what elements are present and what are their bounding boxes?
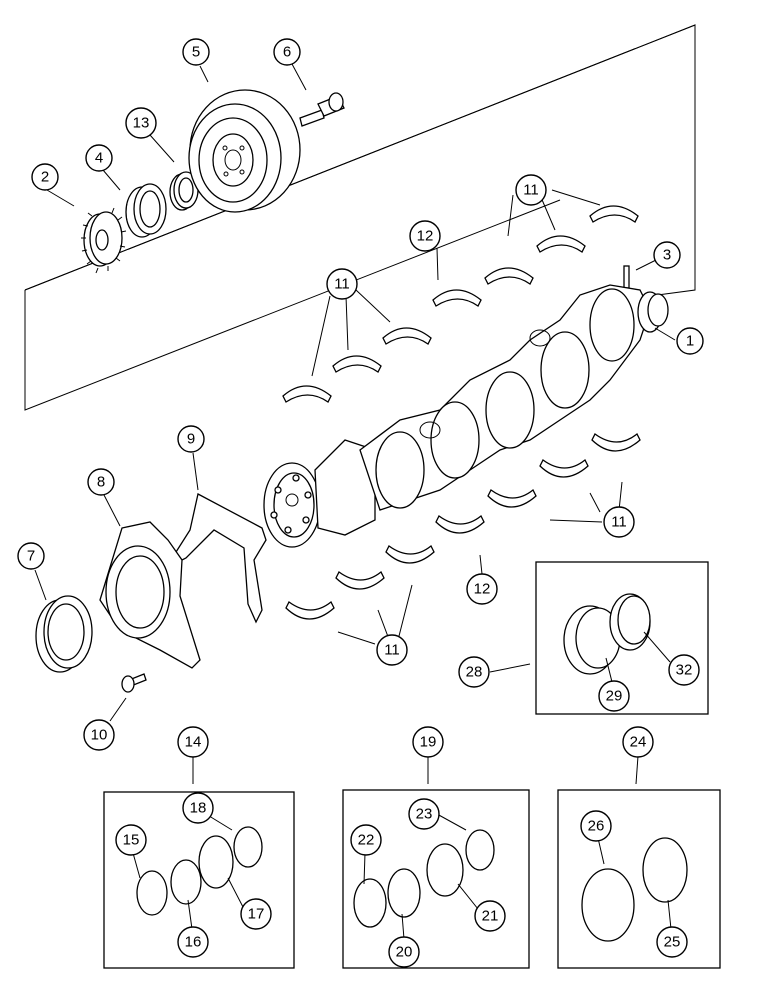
callout-16: 16 bbox=[177, 926, 209, 958]
callout-label: 13 bbox=[133, 115, 150, 132]
callout-11b: 11 bbox=[326, 268, 358, 300]
callout-label: 8 bbox=[97, 474, 105, 491]
callout-label: 25 bbox=[664, 934, 681, 951]
callout-20: 20 bbox=[388, 936, 420, 968]
callout-32: 32 bbox=[668, 654, 700, 686]
bearing-shell-icon bbox=[282, 205, 639, 403]
callout-label: 20 bbox=[396, 944, 413, 961]
seal-icon bbox=[581, 868, 635, 942]
callout-label: 15 bbox=[123, 832, 140, 849]
callout-12a: 12 bbox=[409, 220, 441, 252]
callout-29: 29 bbox=[598, 680, 630, 712]
crankshaft-icon bbox=[263, 284, 669, 548]
pulley-icon bbox=[188, 89, 301, 213]
callout-4: 4 bbox=[85, 144, 113, 172]
leader-lines bbox=[34, 63, 676, 940]
callout-label: 7 bbox=[27, 548, 35, 565]
callout-label: 16 bbox=[185, 934, 202, 951]
bolt-icon bbox=[121, 673, 147, 693]
callout-18: 18 bbox=[182, 792, 214, 824]
callout-13: 13 bbox=[125, 107, 157, 139]
seal-icon bbox=[609, 593, 651, 651]
kit-box-14 bbox=[103, 791, 295, 969]
seal-icon bbox=[170, 859, 202, 905]
callout-5: 5 bbox=[182, 38, 210, 66]
callout-label: 12 bbox=[417, 228, 434, 245]
callout-17: 17 bbox=[240, 898, 272, 930]
callout-label: 18 bbox=[190, 800, 207, 817]
gasket-icon bbox=[175, 493, 267, 624]
callout-label: 2 bbox=[41, 169, 49, 186]
callout-label: 6 bbox=[283, 44, 291, 61]
callout-label: 24 bbox=[630, 734, 647, 751]
seal-icon bbox=[642, 837, 688, 903]
callout-28: 28 bbox=[458, 656, 490, 688]
seal-icon bbox=[353, 878, 387, 928]
callout-label: 11 bbox=[523, 182, 539, 199]
callout-11a: 11 bbox=[515, 174, 547, 206]
bolt-icon bbox=[299, 92, 345, 127]
seal-icon bbox=[169, 171, 199, 211]
callout-label: 17 bbox=[248, 906, 265, 923]
callout-23: 23 bbox=[408, 798, 440, 830]
callout-label: 23 bbox=[416, 806, 433, 823]
seal-icon bbox=[198, 835, 234, 889]
kit-box-28 bbox=[535, 561, 709, 715]
callout-19: 19 bbox=[412, 726, 444, 758]
callout-2: 2 bbox=[31, 163, 59, 191]
callout-label: 3 bbox=[663, 247, 671, 264]
panel-frame bbox=[24, 24, 696, 297]
callout-9: 9 bbox=[177, 425, 205, 453]
callout-label: 11 bbox=[384, 642, 400, 659]
callout-label: 11 bbox=[611, 514, 627, 531]
callout-1: 1 bbox=[676, 327, 704, 355]
callout-25: 25 bbox=[656, 926, 688, 958]
seal-icon bbox=[35, 595, 93, 673]
callout-label: 12 bbox=[474, 581, 491, 598]
callout-label: 5 bbox=[192, 44, 200, 61]
callout-label: 19 bbox=[420, 734, 437, 751]
callout-24: 24 bbox=[622, 726, 654, 758]
callout-11c: 11 bbox=[603, 506, 635, 538]
callout-8: 8 bbox=[87, 468, 115, 496]
callout-3: 3 bbox=[653, 241, 681, 269]
callout-10: 10 bbox=[83, 719, 115, 751]
seal-icon bbox=[387, 868, 421, 918]
callout-label: 21 bbox=[482, 908, 499, 925]
seal-icon bbox=[426, 843, 464, 897]
gear-icon bbox=[81, 207, 127, 274]
callout-label: 29 bbox=[606, 688, 623, 705]
callout-22: 22 bbox=[350, 824, 382, 856]
callout-21: 21 bbox=[474, 900, 506, 932]
callout-label: 11 bbox=[334, 276, 350, 293]
callout-11d: 11 bbox=[376, 634, 408, 666]
callout-label: 4 bbox=[95, 150, 103, 167]
callout-label: 32 bbox=[676, 662, 693, 679]
callout-26: 26 bbox=[580, 810, 612, 842]
callout-12b: 12 bbox=[466, 573, 498, 605]
bearing-shell-icon bbox=[285, 432, 641, 620]
seal-icon bbox=[125, 183, 167, 238]
callout-label: 14 bbox=[185, 734, 202, 751]
callout-label: 1 bbox=[686, 333, 694, 350]
callout-label: 26 bbox=[588, 818, 605, 835]
callout-label: 22 bbox=[358, 832, 375, 849]
seal-icon bbox=[233, 826, 263, 868]
seal-icon bbox=[465, 829, 495, 871]
callout-label: 9 bbox=[187, 431, 195, 448]
roll-pin-icon bbox=[623, 265, 630, 289]
callout-7: 7 bbox=[17, 542, 45, 570]
callout-15: 15 bbox=[115, 824, 147, 856]
callout-6: 6 bbox=[273, 38, 301, 66]
seal-housing-icon bbox=[99, 521, 201, 669]
callout-label: 28 bbox=[466, 664, 483, 681]
kit-box-24 bbox=[557, 789, 721, 969]
callout-label: 10 bbox=[91, 727, 108, 744]
kit-box-19 bbox=[342, 789, 530, 969]
seal-icon bbox=[136, 870, 168, 916]
callout-14: 14 bbox=[177, 726, 209, 758]
